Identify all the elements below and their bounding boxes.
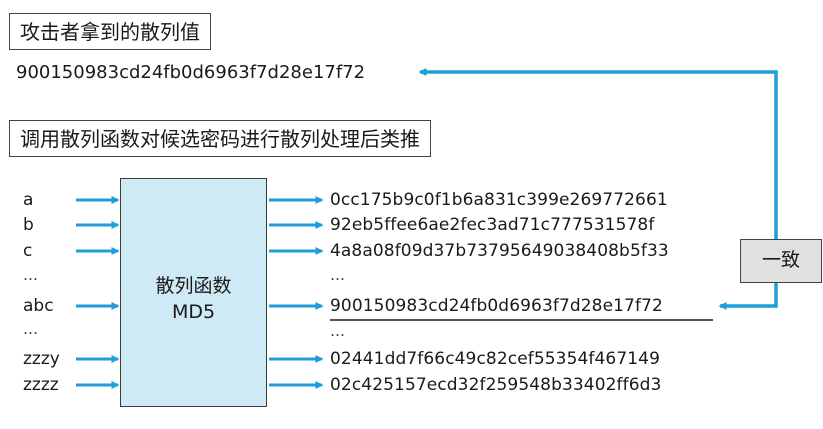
input-b: b (23, 215, 34, 235)
hash-algorithm-name: MD5 (171, 301, 216, 323)
hash-function-box: 散列函数 MD5 (120, 178, 267, 407)
output-hash: 02c425157ecd32f259548b33402ff6d3 (330, 375, 662, 395)
output-ellipsis: … (330, 266, 346, 284)
target-hash-value: 900150983cd24fb0d6963f7d28e17f72 (16, 62, 366, 83)
input-zzzz: zzzz (23, 375, 59, 395)
process-description-title: 调用散列函数对候选密码进行散列处理后类推 (9, 120, 431, 157)
output-hash-match: 900150983cd24fb0d6963f7d28e17f72 (330, 296, 663, 316)
input-c: c (23, 241, 33, 261)
input-a: a (23, 190, 34, 210)
input-ellipsis: … (23, 266, 39, 284)
output-ellipsis: … (330, 322, 346, 340)
hash-function-name: 散列函数 (155, 275, 232, 297)
input-ellipsis: … (23, 320, 39, 338)
attacker-hash-title: 攻击者拿到的散列值 (9, 13, 211, 50)
output-hash: 02441dd7f66c49c82cef55354f467149 (330, 349, 661, 369)
match-connector-to-hash (718, 283, 778, 310)
output-hash: 0cc175b9c0f1b6a831c399e269772661 (330, 190, 668, 210)
match-label-box: 一致 (740, 239, 822, 283)
input-abc: abc (23, 296, 54, 316)
output-hash: 4a8a08f09d37b73795649038408b5f33 (330, 241, 669, 261)
match-connector-to-top (418, 68, 778, 239)
input-zzzy: zzzy (23, 349, 60, 369)
output-hash: 92eb5ffee6ae2fec3ad71c777531578f (330, 215, 655, 235)
